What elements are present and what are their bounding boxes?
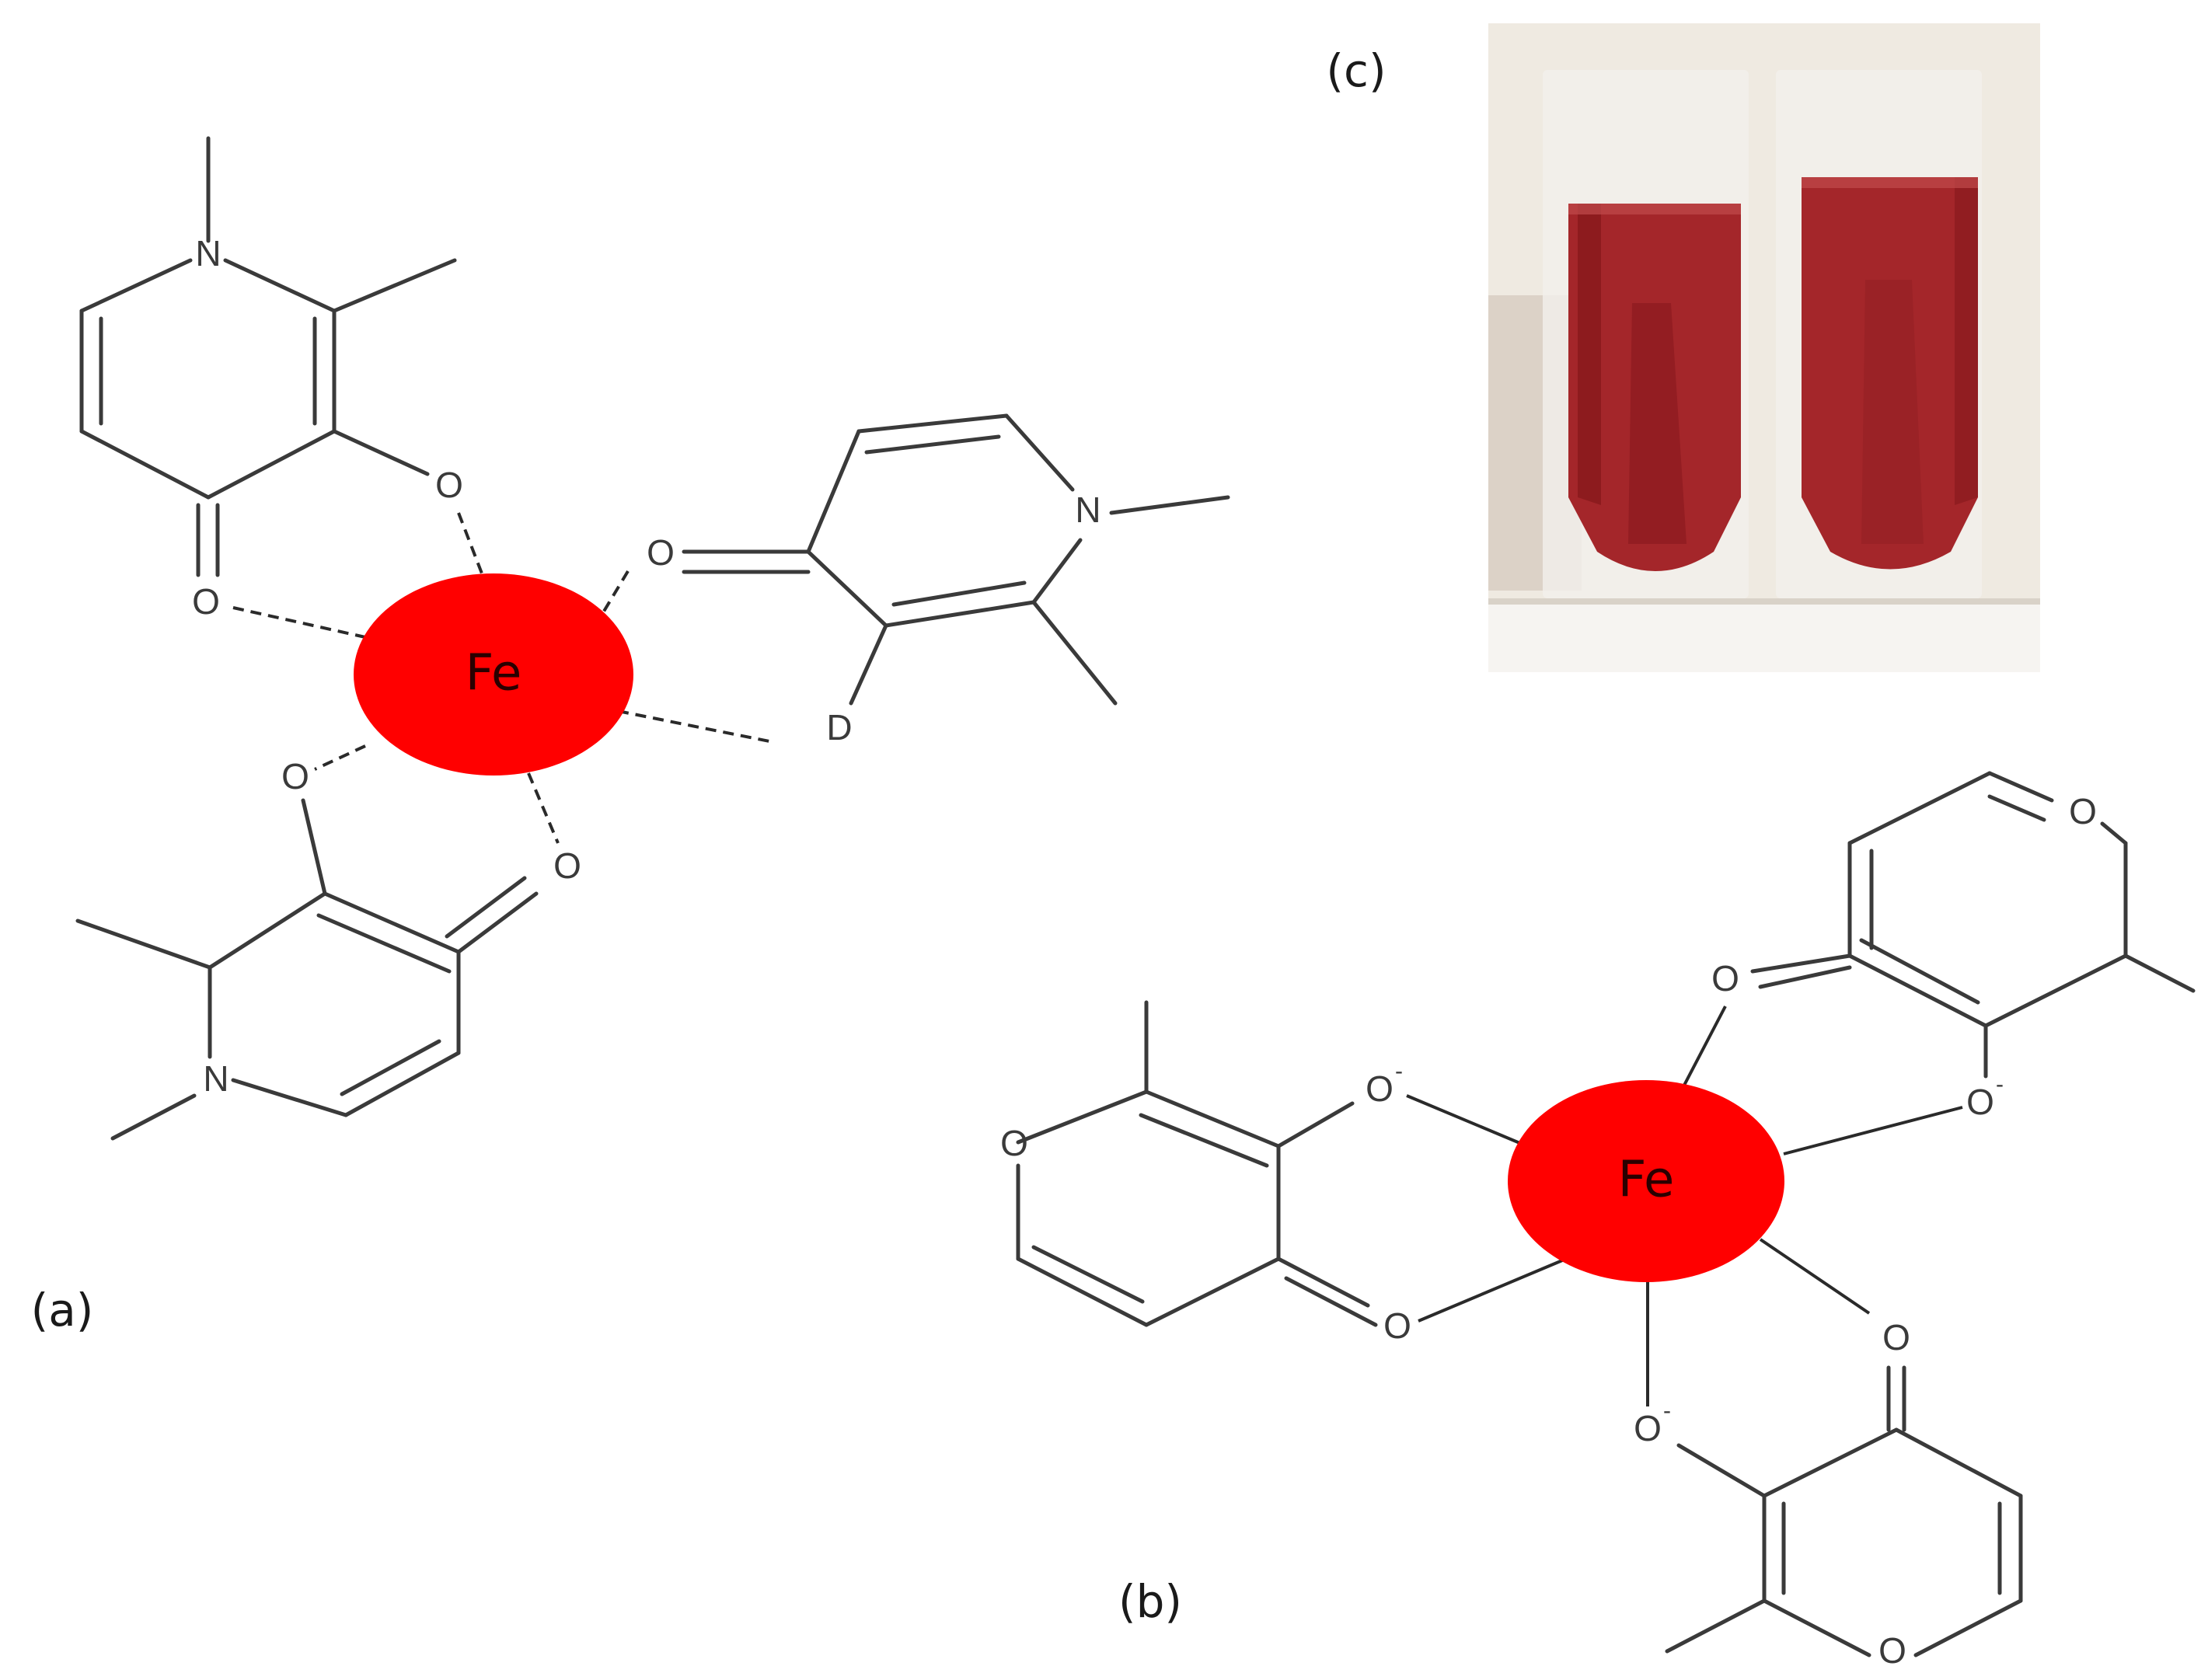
atom-d-right: D [826, 707, 852, 748]
atom-o-b-bottom-ring: O [1878, 1630, 1906, 1671]
panel-a-label: (a) [31, 1284, 94, 1337]
atom-o-bottom-phenolate: O [281, 756, 309, 796]
panel-a-ligand-bottom: N O O [75, 756, 581, 1141]
charge-b-bottom: - [1663, 1398, 1671, 1424]
panel-b-label: (b) [1118, 1575, 1182, 1628]
atom-o-b-left-keto: O [1383, 1305, 1411, 1346]
vial-left [1543, 70, 1749, 598]
panel-b-iron-atom [1508, 1080, 1784, 1282]
panel-a-iron-atom [354, 573, 633, 776]
charge-b-left: - [1395, 1058, 1403, 1084]
vial-right [1776, 70, 1982, 598]
panel-a-diagram: N O O N O D [75, 136, 1230, 1141]
panel-b-ligand-bottom: O O O - [1634, 1317, 2023, 1671]
atom-o-b-left-phenolate: O [1366, 1068, 1394, 1109]
panel-a-ligand-right: N O D [647, 413, 1230, 748]
atom-o-b-top-ring: O [2069, 791, 2097, 831]
atom-n-bottom: N [203, 1058, 228, 1099]
atom-o-top-keto: O [192, 581, 220, 622]
panel-b-coordination-bonds [1406, 1006, 1963, 1406]
panel-b-ligand-top: O O O - [1711, 771, 2196, 1122]
panel-c-photo [1488, 23, 2040, 672]
atom-o-b-top-phenolate: O [1966, 1082, 1994, 1122]
atom-o-b-top-keto: O [1711, 958, 1739, 999]
panel-b-iron-label: Fe [1618, 1152, 1675, 1209]
panel-a-ligand-top: N O O [79, 136, 463, 622]
atom-o-b-bottom-keto: O [1882, 1317, 1910, 1358]
atom-o-bottom-keto: O [553, 845, 581, 886]
atom-o-right-keto: O [647, 532, 675, 573]
atom-n-top: N [195, 233, 221, 274]
atom-o-b-bottom-phenolate: O [1634, 1408, 1662, 1448]
charge-b-top: - [1996, 1072, 2004, 1097]
panel-b-diagram: O O O - O O - O [1000, 771, 2196, 1671]
atom-o-b-left-ring: O [1000, 1123, 1028, 1163]
panel-c-label: (c) [1326, 44, 1386, 97]
panel-a-coordination-bonds [232, 512, 774, 844]
panel-a-iron-label: Fe [466, 645, 522, 702]
panel-b-ligand-left: O O - O [1000, 1000, 1411, 1346]
atom-o-top-phenolate: O [435, 465, 463, 505]
atom-n-right: N [1075, 490, 1101, 530]
